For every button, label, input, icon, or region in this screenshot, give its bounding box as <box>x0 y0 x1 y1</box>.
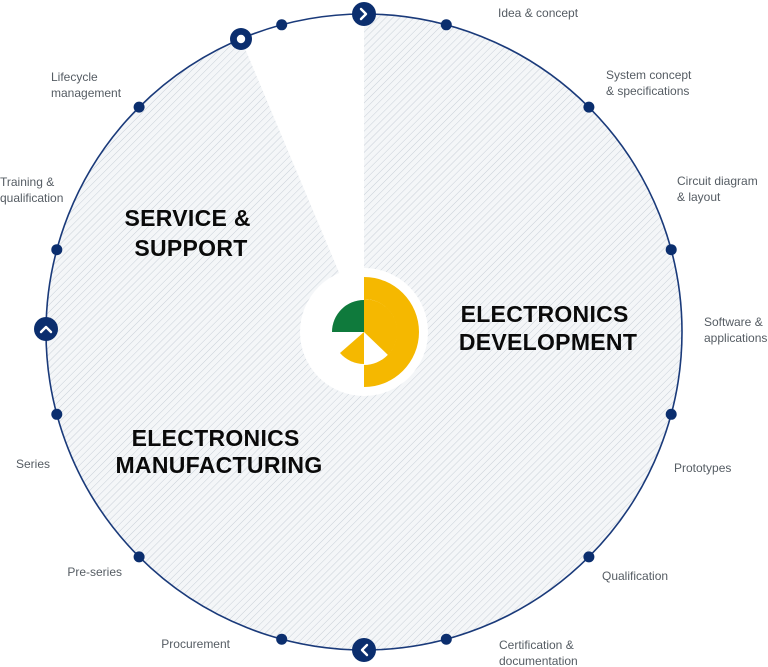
step-dot[interactable] <box>51 408 63 420</box>
step-label-line: Lifecycle <box>51 70 98 84</box>
development-title: ELECTRONICS DEVELOPMENT <box>459 301 637 355</box>
service-title-line1: SERVICE & <box>125 205 251 231</box>
step-label-line: Circuit diagram <box>677 174 758 188</box>
step-dot[interactable] <box>665 244 677 256</box>
step-label[interactable]: Idea & concept <box>498 6 579 20</box>
step-dot[interactable] <box>276 19 288 31</box>
development-title-line2: DEVELOPMENT <box>459 329 637 355</box>
manufacturing-title-line2: MANUFACTURING <box>115 452 322 478</box>
manufacturing-title-line1: ELECTRONICS <box>132 425 300 451</box>
logo-green-quarter <box>332 300 364 332</box>
step-label-line: Training & <box>0 175 54 189</box>
logo-yellow-ring <box>364 277 419 387</box>
step-label-line: System concept <box>606 68 692 82</box>
manufacturing-title: ELECTRONICS MANUFACTURING <box>115 425 322 478</box>
step-label-line: Software & <box>704 315 763 329</box>
step-label-line: Pre-series <box>67 565 122 579</box>
step-label-line: Prototypes <box>674 461 731 475</box>
step-label[interactable]: Prototypes <box>674 461 731 475</box>
step-label[interactable]: Software & applications <box>704 315 767 345</box>
service-title-line2: SUPPORT <box>134 235 247 261</box>
step-dot[interactable] <box>440 633 452 645</box>
step-label[interactable]: Qualification <box>602 569 668 583</box>
step-label-line: qualification <box>0 191 63 205</box>
step-label-line: Series <box>16 457 50 471</box>
step-label[interactable]: Certification & documentation <box>499 638 578 667</box>
service-sector <box>46 39 364 332</box>
step-label[interactable]: Procurement <box>161 637 230 651</box>
sector-fills <box>46 14 682 650</box>
development-sector <box>364 14 682 650</box>
step-label-line: documentation <box>499 654 578 667</box>
chevron-up-icon <box>39 325 53 334</box>
step-label[interactable]: Lifecycle management <box>51 70 122 100</box>
step-label-line: applications <box>704 331 767 345</box>
step-label-line: Procurement <box>161 637 230 651</box>
step-label-line: Qualification <box>602 569 668 583</box>
center-logo <box>300 268 428 396</box>
manufacturing-sector <box>46 332 364 650</box>
step-label-line: Certification & <box>499 638 574 652</box>
chevron-left-icon <box>360 643 369 657</box>
next-phase-button[interactable] <box>352 2 376 26</box>
prev-phase-button[interactable] <box>352 638 376 662</box>
step-dot[interactable] <box>51 244 63 256</box>
step-label-line: & layout <box>677 190 721 204</box>
step-dot[interactable] <box>665 408 677 420</box>
step-dot[interactable] <box>583 551 595 563</box>
step-label[interactable]: Pre-series <box>67 565 122 579</box>
step-label[interactable]: Training & qualification <box>0 175 63 205</box>
step-dot[interactable] <box>133 101 145 113</box>
step-label[interactable]: System concept & specifications <box>606 68 692 98</box>
logo-yellow-wedge <box>364 298 398 355</box>
service-title: SERVICE & SUPPORT <box>125 205 258 261</box>
step-label-line: Idea & concept <box>498 6 579 20</box>
up-phase-button[interactable] <box>34 317 58 341</box>
step-label[interactable]: Series <box>16 457 50 471</box>
chevron-right-icon <box>359 7 368 21</box>
step-dot[interactable] <box>440 19 452 31</box>
development-title-line1: ELECTRONICS <box>461 301 629 327</box>
step-dot[interactable] <box>133 551 145 563</box>
step-label-line: & specifications <box>606 84 689 98</box>
step-dot[interactable] <box>583 101 595 113</box>
step-dot[interactable] <box>276 633 288 645</box>
step-label-line: management <box>51 86 122 100</box>
step-label[interactable]: Circuit diagram & layout <box>677 174 758 204</box>
ring-icon <box>236 34 246 44</box>
logo-yellow-quarter <box>340 332 364 364</box>
cycle-start-marker[interactable] <box>230 28 252 50</box>
